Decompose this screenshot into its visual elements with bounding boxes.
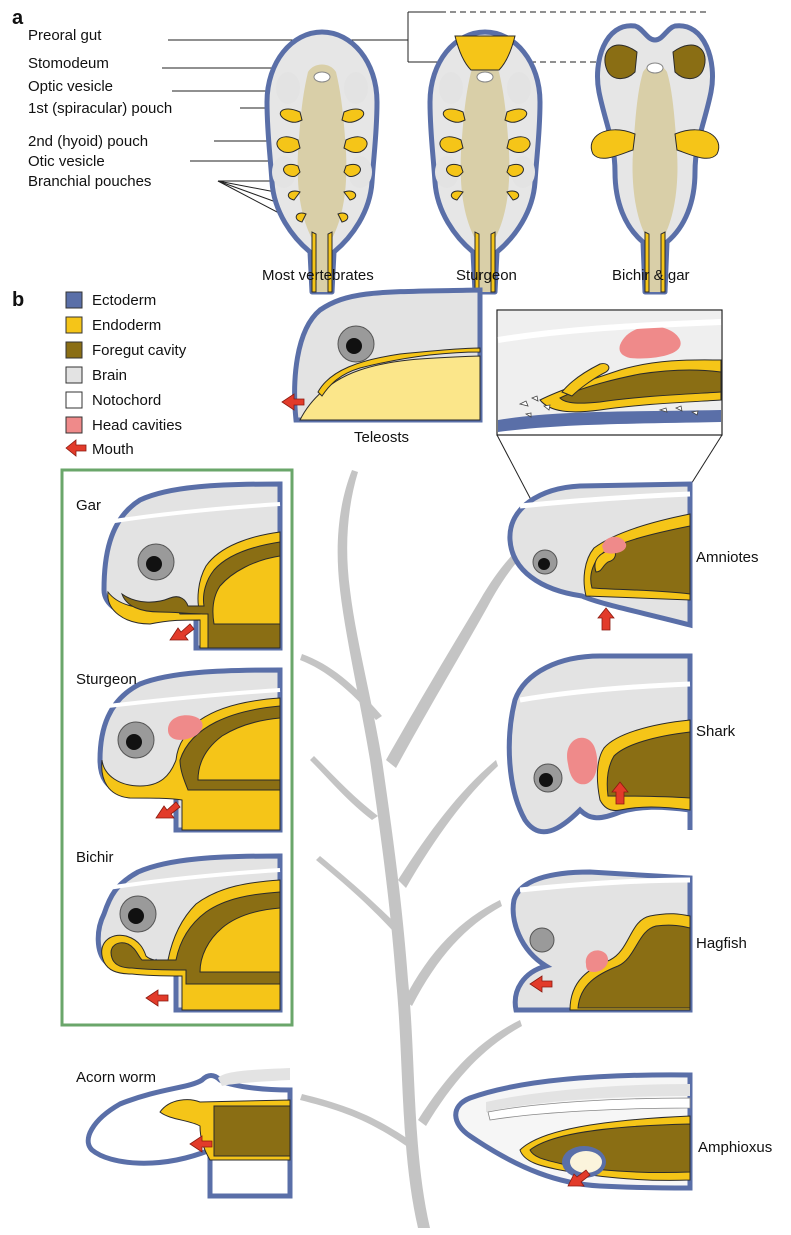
label-optic-vesicle: Optic vesicle (28, 78, 113, 95)
embryo-acorn-worm (88, 1068, 290, 1196)
label-otic-vesicle: Otic vesicle (28, 153, 105, 170)
taxon-amphioxus: Amphioxus (698, 1139, 772, 1156)
taxon-bichir: Bichir (76, 849, 114, 866)
legend-label-foregut: Foregut cavity (92, 342, 187, 359)
panel-a-letter: a (12, 7, 24, 29)
embryo-gar (104, 484, 280, 648)
column-sturgeon: Sturgeon (456, 267, 517, 284)
legend-label-notochord: Notochord (92, 392, 161, 409)
legend-label-ectoderm: Ectoderm (92, 292, 156, 309)
taxon-shark: Shark (696, 723, 736, 740)
embryo-hagfish (513, 872, 690, 1010)
bichir-mouth-arrow-icon (146, 990, 168, 1006)
legend-label-mouth: Mouth (92, 441, 134, 458)
embryo-sturgeon (430, 32, 540, 292)
label-stomodeum: Stomodeum (28, 55, 109, 72)
embryo-teleosts (282, 290, 480, 420)
legend-mouth-arrow-icon (66, 440, 86, 456)
legend-swatch-foregut (66, 342, 82, 358)
label-hyoid-pouch: 2nd (hyoid) pouch (28, 133, 148, 150)
legend-swatch-head-cavities (66, 417, 82, 433)
label-spiracular-pouch: 1st (spiracular) pouch (28, 100, 172, 117)
label-branchial-pouches: Branchial pouches (28, 173, 151, 190)
embryo-shark (509, 656, 690, 832)
legend-label-head-cavities: Head cavities (92, 417, 182, 434)
embryo-bichir (98, 856, 280, 1010)
amniote-zoom-inset (497, 310, 722, 435)
amniote-mouth-arrow-icon (598, 608, 614, 630)
embryo-amphioxus (456, 1075, 690, 1188)
taxon-amniotes: Amniotes (696, 549, 759, 566)
legend-swatch-brain (66, 367, 82, 383)
legend: Ectoderm Endoderm Foregut cavity Brain N… (66, 292, 187, 458)
legend-swatch-ectoderm (66, 292, 82, 308)
panel-b-letter: b (12, 289, 24, 311)
embryo-most-vertebrates (267, 32, 377, 292)
embryo-sturgeon-lateral (100, 670, 280, 830)
taxon-teleosts: Teleosts (354, 429, 409, 446)
taxon-acorn-worm: Acorn worm (76, 1069, 156, 1086)
legend-label-endoderm: Endoderm (92, 317, 161, 334)
column-bichir-gar: Bichir & gar (612, 267, 690, 284)
label-preoral-gut: Preoral gut (28, 27, 102, 44)
embryo-amniotes (510, 484, 690, 630)
taxon-gar: Gar (76, 497, 101, 514)
column-most-vertebrates: Most vertebrates (262, 267, 374, 284)
taxon-sturgeon: Sturgeon (76, 671, 137, 688)
taxon-hagfish: Hagfish (696, 935, 747, 952)
legend-swatch-endoderm (66, 317, 82, 333)
embryo-bichir-gar (591, 26, 719, 292)
gar-mouth-arrow-icon (170, 624, 194, 640)
legend-swatch-notochord (66, 392, 82, 408)
legend-label-brain: Brain (92, 367, 127, 384)
